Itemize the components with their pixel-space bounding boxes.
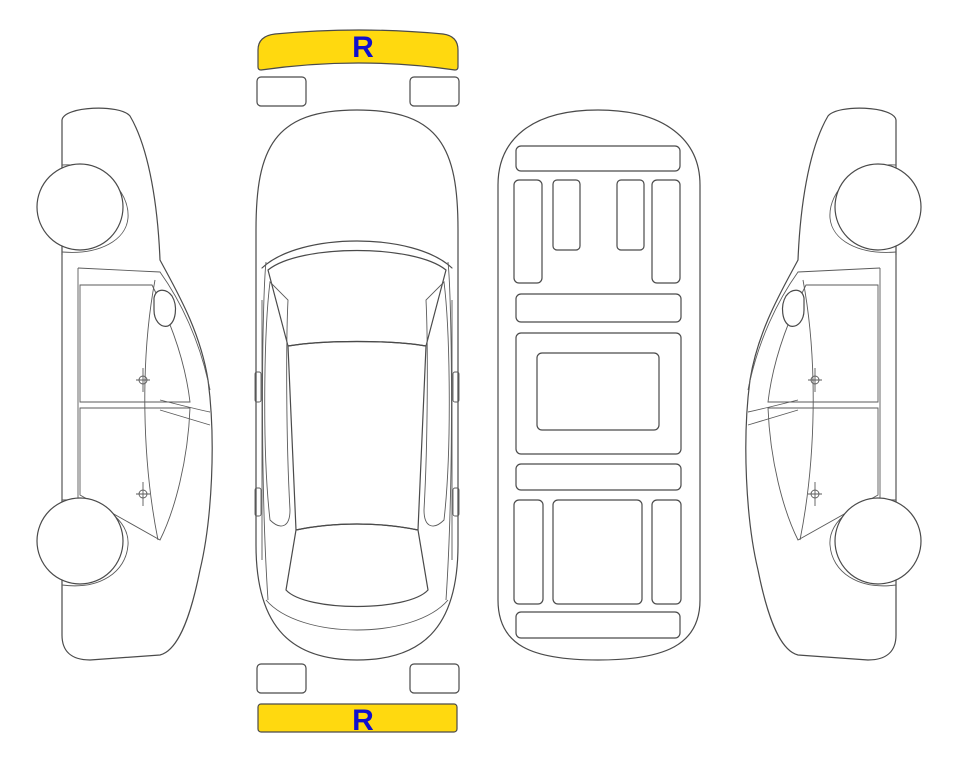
top-windshield[interactable] (267, 249, 447, 347)
underbody-front-right-wheel-well[interactable] (651, 179, 681, 284)
front-right-headlight[interactable] (409, 76, 460, 107)
right-side-mirror[interactable] (781, 289, 805, 327)
underbody-center-panel[interactable] (536, 352, 660, 431)
top-rear-window[interactable] (285, 523, 429, 608)
top-right-mirror[interactable] (452, 371, 460, 403)
left-side-front-wheel[interactable] (36, 163, 124, 251)
right-side-front-window[interactable] (767, 284, 879, 403)
underbody-front-left-wheel-well[interactable] (513, 179, 543, 284)
underbody-front-right-arm[interactable] (616, 179, 645, 251)
top-view (254, 109, 460, 661)
underbody-view (497, 109, 701, 661)
top-body-outline[interactable] (255, 109, 459, 661)
top-left-mirror[interactable] (254, 371, 262, 403)
right-side-rear-wheel[interactable] (834, 497, 922, 585)
rear-bumper-label: R (352, 704, 374, 737)
right-side-view (745, 107, 922, 661)
right-side-front-wheel[interactable] (834, 163, 922, 251)
underbody-floor-pan[interactable] (515, 332, 682, 455)
underbody-rear-right-wheel-well[interactable] (651, 499, 682, 605)
left-side-view (36, 107, 213, 661)
rear-left-taillight[interactable] (256, 663, 307, 694)
underbody-rear-crossmember[interactable] (515, 463, 682, 491)
left-side-mirror[interactable] (153, 289, 177, 327)
rear-bumper[interactable]: R (257, 703, 458, 737)
underbody-rear-center-panel[interactable] (552, 499, 643, 605)
underbody-rear-panel[interactable] (515, 611, 681, 639)
front-left-headlight[interactable] (256, 76, 307, 107)
top-left-side-windows[interactable] (264, 281, 291, 527)
left-side-front-window[interactable] (79, 284, 191, 403)
left-side-rear-wheel[interactable] (36, 497, 124, 585)
top-right-side-windows[interactable] (423, 281, 450, 527)
underbody-front-panel[interactable] (515, 145, 681, 172)
top-hood-line[interactable] (261, 240, 453, 269)
underbody-rear-left-wheel-well[interactable] (513, 499, 544, 605)
front-bumper-label: R (352, 31, 374, 64)
underbody-outline[interactable] (497, 109, 701, 661)
front-bumper[interactable]: R (257, 29, 459, 71)
underbody-front-left-arm[interactable] (552, 179, 581, 251)
top-roof[interactable] (287, 340, 427, 531)
rear-right-taillight[interactable] (409, 663, 460, 694)
underbody-front-crossmember[interactable] (515, 293, 682, 323)
